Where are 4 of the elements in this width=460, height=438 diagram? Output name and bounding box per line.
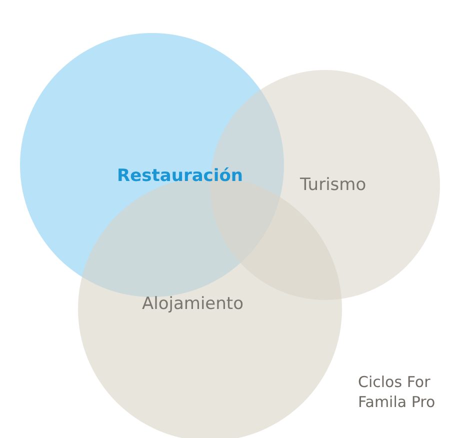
circle-label: Restauración — [117, 166, 243, 186]
note-text: Ciclos For Famila Pro — [358, 372, 436, 412]
circle-label: Alojamiento — [142, 294, 244, 314]
circle-label: Turismo — [300, 175, 366, 195]
